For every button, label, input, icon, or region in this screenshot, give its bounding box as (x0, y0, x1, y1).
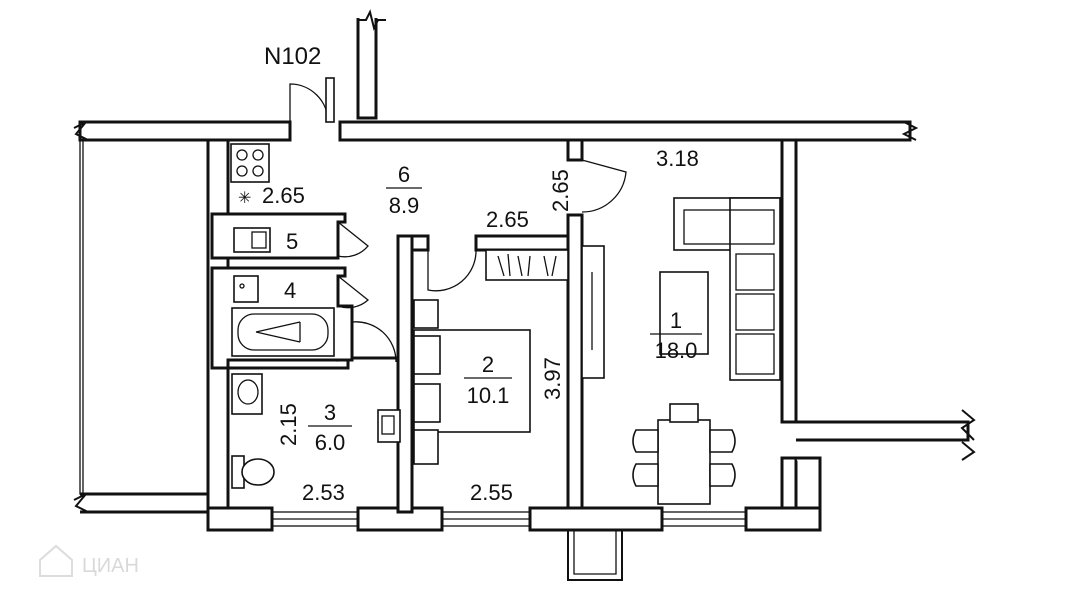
door-icon (337, 221, 369, 258)
bedroom-depth-label: 3.97 (540, 357, 565, 400)
door-icon (289, 77, 335, 123)
room-4-number: 4 (284, 278, 296, 303)
closet-width-label: 2.65 (486, 207, 529, 232)
bath-depth-label: 2.15 (276, 403, 301, 446)
room-6-area: 8.9 (389, 193, 420, 218)
kitchen-width-label: 2.65 (262, 183, 305, 208)
balcony-icon (567, 530, 623, 581)
room-3-area: 6.0 (315, 430, 346, 455)
sofa-icon (673, 197, 781, 381)
door-icon (337, 275, 370, 309)
window-icon (661, 511, 747, 527)
windows (79, 139, 747, 527)
living-width-label: 3.18 (656, 146, 699, 171)
hall-height-label: 2.65 (548, 169, 573, 212)
window-icon (79, 139, 84, 495)
sink-icon (233, 227, 271, 253)
bath-width-label: 2.53 (302, 480, 345, 505)
stove-icon (230, 143, 270, 183)
break-marks (73, 9, 976, 513)
tv-stand-icon (581, 245, 605, 379)
sink-icon (233, 275, 259, 303)
toilet-icon (231, 455, 275, 489)
room-5-number: 5 (286, 229, 298, 254)
stove-symbol: ✳ (238, 190, 251, 207)
apartment-number: N102 (264, 43, 321, 70)
sink-icon (377, 409, 401, 443)
room-2-area: 10.1 (467, 383, 510, 408)
room-1-number: 1 (670, 308, 682, 333)
coffee-table-icon (659, 271, 709, 355)
door-icon (351, 321, 397, 363)
watermark: ЦИАН (39, 544, 139, 577)
bedroom-width-label: 2.55 (470, 480, 513, 505)
door-icon (427, 249, 477, 292)
bathtub-icon (231, 307, 335, 357)
room-6-number: 6 (398, 162, 410, 187)
window-icon (441, 511, 531, 527)
dining-table-icon (632, 403, 736, 505)
bed-icon (413, 299, 531, 465)
watermark-text: ЦИАН (82, 555, 139, 577)
wardrobe-icon (485, 249, 569, 281)
doors (289, 77, 627, 363)
room-3-number: 3 (324, 400, 336, 425)
door-icon (581, 159, 627, 213)
room-1-area: 18.0 (655, 338, 698, 363)
window-icon (271, 511, 359, 527)
room-2-number: 2 (482, 352, 494, 377)
sink-icon (231, 373, 263, 415)
